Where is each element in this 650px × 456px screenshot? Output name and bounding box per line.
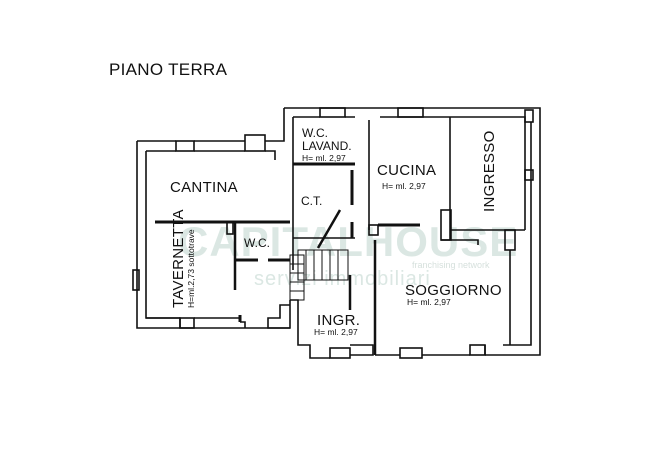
room-label-cucina: CUCINA xyxy=(377,162,437,179)
room-label-wc: W.C. xyxy=(244,236,270,250)
room-label-cantina: CANTINA xyxy=(170,179,238,196)
watermark-tagline: franchising network xyxy=(412,260,490,270)
room-height-cucina: H= ml. 2,97 xyxy=(382,181,426,191)
floor-plan-title: PIANO TERRA xyxy=(109,60,228,79)
room-label-taverneta: TAVERNETTA xyxy=(170,209,187,308)
room-label-ingr: INGR. xyxy=(317,312,361,329)
room-label-wc-lavand-2: LAVAND. xyxy=(302,139,352,153)
room-height-ingr: H= ml. 2,97 xyxy=(314,327,358,337)
room-label-soggiorno: SOGGIORNO xyxy=(405,282,502,299)
room-height-soggiorno: H= ml. 2,97 xyxy=(407,297,451,307)
room-label-ct: C.T. xyxy=(301,194,323,208)
room-label-wc-lavand: W.C. xyxy=(302,126,328,140)
room-height-wc-lavand: H= ml. 2,97 xyxy=(302,153,346,163)
room-label-ingresso: INGRESSO xyxy=(481,130,498,212)
room-height-taverneta: H=ml.2,73 sottotrave xyxy=(186,229,196,308)
